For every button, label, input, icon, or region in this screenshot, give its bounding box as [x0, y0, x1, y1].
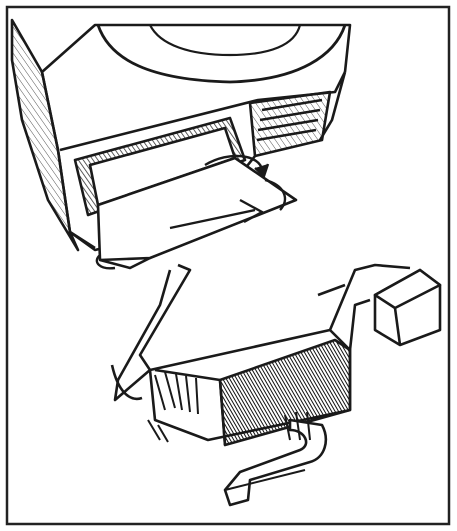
instruction-illustration — [0, 0, 457, 531]
illustration-frame — [0, 0, 457, 531]
